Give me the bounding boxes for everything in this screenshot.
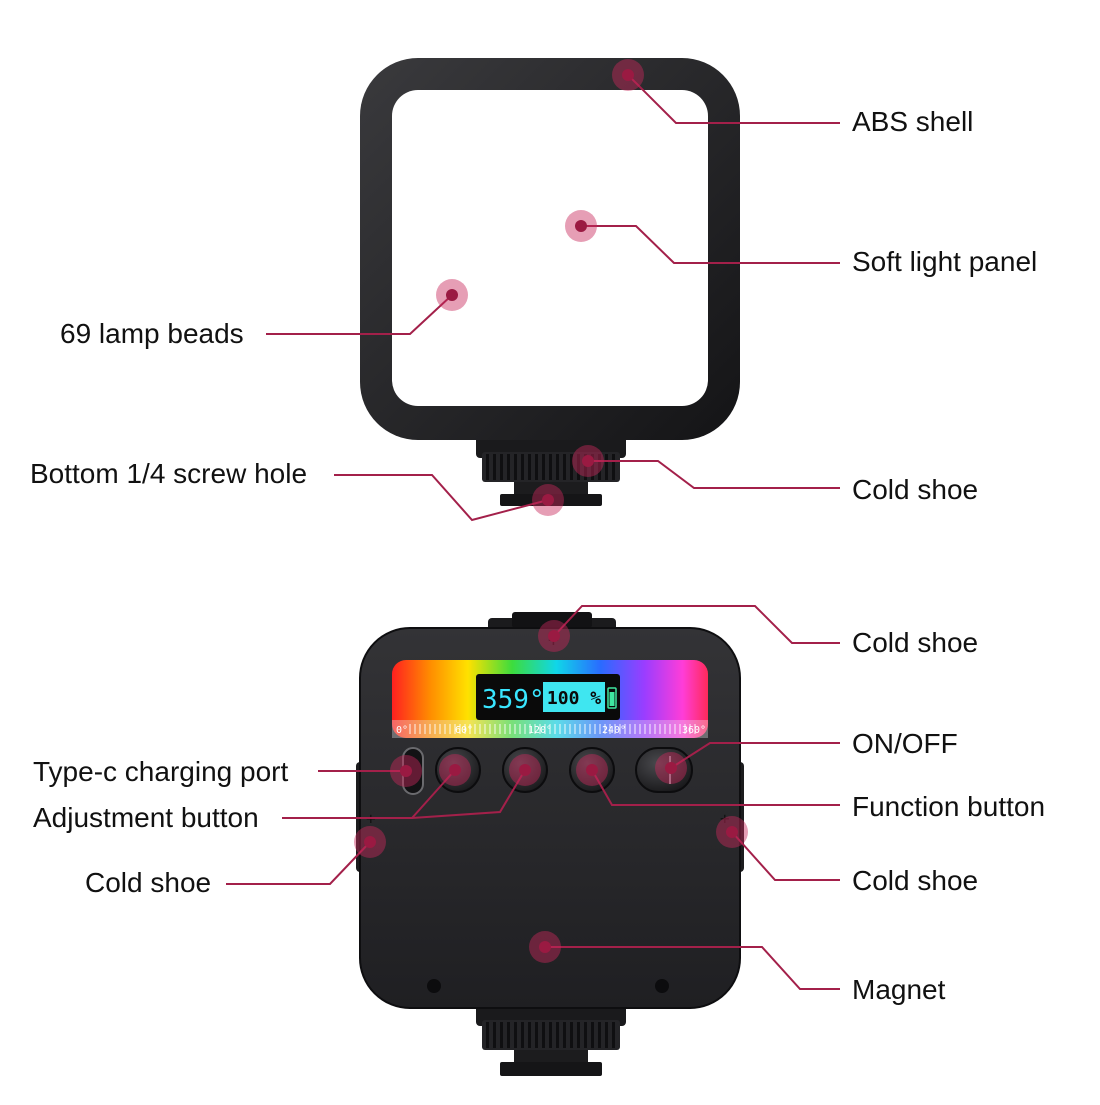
callout-cold-shoe-right	[731, 831, 840, 881]
scale-label: 0°	[396, 725, 408, 736]
label-screw-hole: Bottom 1/4 screw hole	[30, 458, 308, 489]
label-type-c: Type-c charging port	[33, 756, 289, 787]
callout-marker-dot	[519, 764, 531, 776]
callout-marker-dot	[449, 764, 461, 776]
callout-cold-shoe-left	[226, 841, 371, 885]
knurled-ring	[486, 454, 615, 480]
hue-scale: 0° 60° 120° 240° 360°	[396, 724, 706, 736]
callout-marker-dot	[400, 765, 412, 777]
label-cold-shoe-left: Cold shoe	[85, 867, 212, 898]
label-soft-light-panel: Soft light panel	[852, 246, 1038, 277]
callout-marker-dot	[539, 941, 551, 953]
hue-readout: 359°	[482, 685, 545, 715]
label-cold-shoe-right: Cold shoe	[852, 865, 979, 896]
callout-screw-hole	[334, 474, 549, 522]
callout-magnet	[545, 946, 840, 990]
callout-marker-dot	[726, 826, 738, 838]
callout-marker-dot	[548, 630, 560, 642]
back-view: 0°60°120°240°360° 359° 100 % + + +	[356, 612, 744, 1076]
battery-badge	[543, 682, 605, 712]
front-view	[360, 58, 740, 506]
callout-cold-shoe-front	[588, 460, 840, 489]
label-lamp-beads: 69 lamp beads	[60, 318, 244, 349]
callout-marker-dot	[446, 289, 458, 301]
label-magnet: Magnet	[852, 974, 946, 1005]
callout-lamp-beads	[266, 294, 453, 335]
label-adjustment: Adjustment button	[33, 802, 259, 833]
screw-left	[427, 979, 441, 993]
callout-cold-shoe-back-top	[553, 605, 840, 644]
knurled-ring	[486, 1022, 615, 1048]
scale-label: 240°	[602, 725, 626, 736]
battery-readout: 100 %	[547, 688, 601, 709]
soft-light-panel	[392, 90, 708, 406]
callout-marker-dot	[586, 764, 598, 776]
callout-marker-dot	[542, 494, 554, 506]
callout-marker-dot	[364, 836, 376, 848]
label-abs-shell: ABS shell	[852, 106, 974, 137]
label-cold-shoe-front: Cold shoe	[852, 474, 979, 505]
callout-soft-light-panel	[581, 225, 840, 264]
label-function: Function button	[852, 791, 1046, 822]
callout-abs-shell	[627, 74, 840, 124]
label-on-off: ON/OFF	[852, 728, 958, 759]
callout-on-off	[670, 742, 840, 769]
svg-text:+: +	[720, 809, 730, 828]
back-cold-shoe-mount	[476, 1004, 626, 1076]
callout-function	[591, 769, 840, 806]
callout-marker-dot	[575, 220, 587, 232]
callout-adjustment-2	[411, 769, 526, 819]
callout-marker-dot	[665, 762, 677, 774]
scale-label: 60°	[455, 725, 473, 736]
on-off-switch[interactable]	[635, 747, 693, 793]
screw-right	[655, 979, 669, 993]
callout-lines	[226, 59, 840, 990]
battery-icon	[607, 687, 617, 709]
callout-marker-dot	[582, 455, 594, 467]
scale-label: 360°	[682, 725, 706, 736]
callout-marker-dot	[622, 69, 634, 81]
label-cold-shoe-back-top: Cold shoe	[852, 627, 979, 658]
scale-label: 120°	[528, 725, 552, 736]
